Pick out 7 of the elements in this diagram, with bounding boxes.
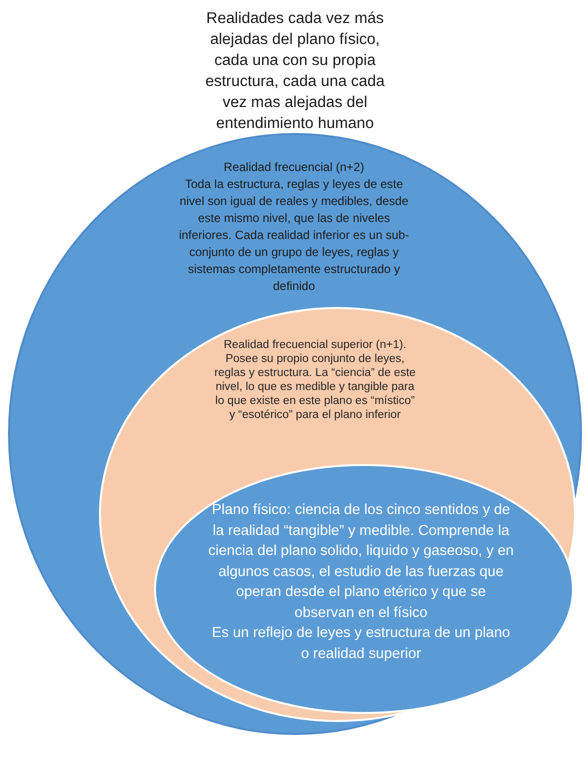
- level-heading: Plano físico: ciencia de los cinco sentidos y de la realidad “tangible” y medible. Comprende la ciencia del plano solido, liquido y gaseoso, y en algunos casos, el estudio de las fuerzas que operan desde el plano etérico y que se observan en el físico: [208, 501, 514, 622]
- level-description: Toda la estructura, reglas y leyes de este nivel son igual de reales y medibles, desde este mismo nivel, que las de niveles inferiores. Cada realidad inferior es un sub-conjunto de un grupo de leyes, reglas y sistemas completamente estructurado y definido: [178, 176, 410, 295]
- level-heading: Realidad frecuencial (n+2): [222, 159, 366, 176]
- level-heading: Realidad frecuencial superior (n+1).: [222, 338, 408, 352]
- heading-text: Realidades cada vez más alejadas del plano físico, cada una con su propia estructura, cada una cada vez mas alejadas del entendimiento humano: [204, 9, 386, 134]
- level-description: Es un reflejo de leyes y estructura de un plano o realidad superior: [210, 624, 512, 664]
- level-description: Posee su propio conjunto de leyes, reglas y estructura. La “ciencia” de este nivel, lo que es medible y tangible para lo que existe en este plano es “místico” y “esotérico” para el plano inferior: [213, 352, 417, 422]
